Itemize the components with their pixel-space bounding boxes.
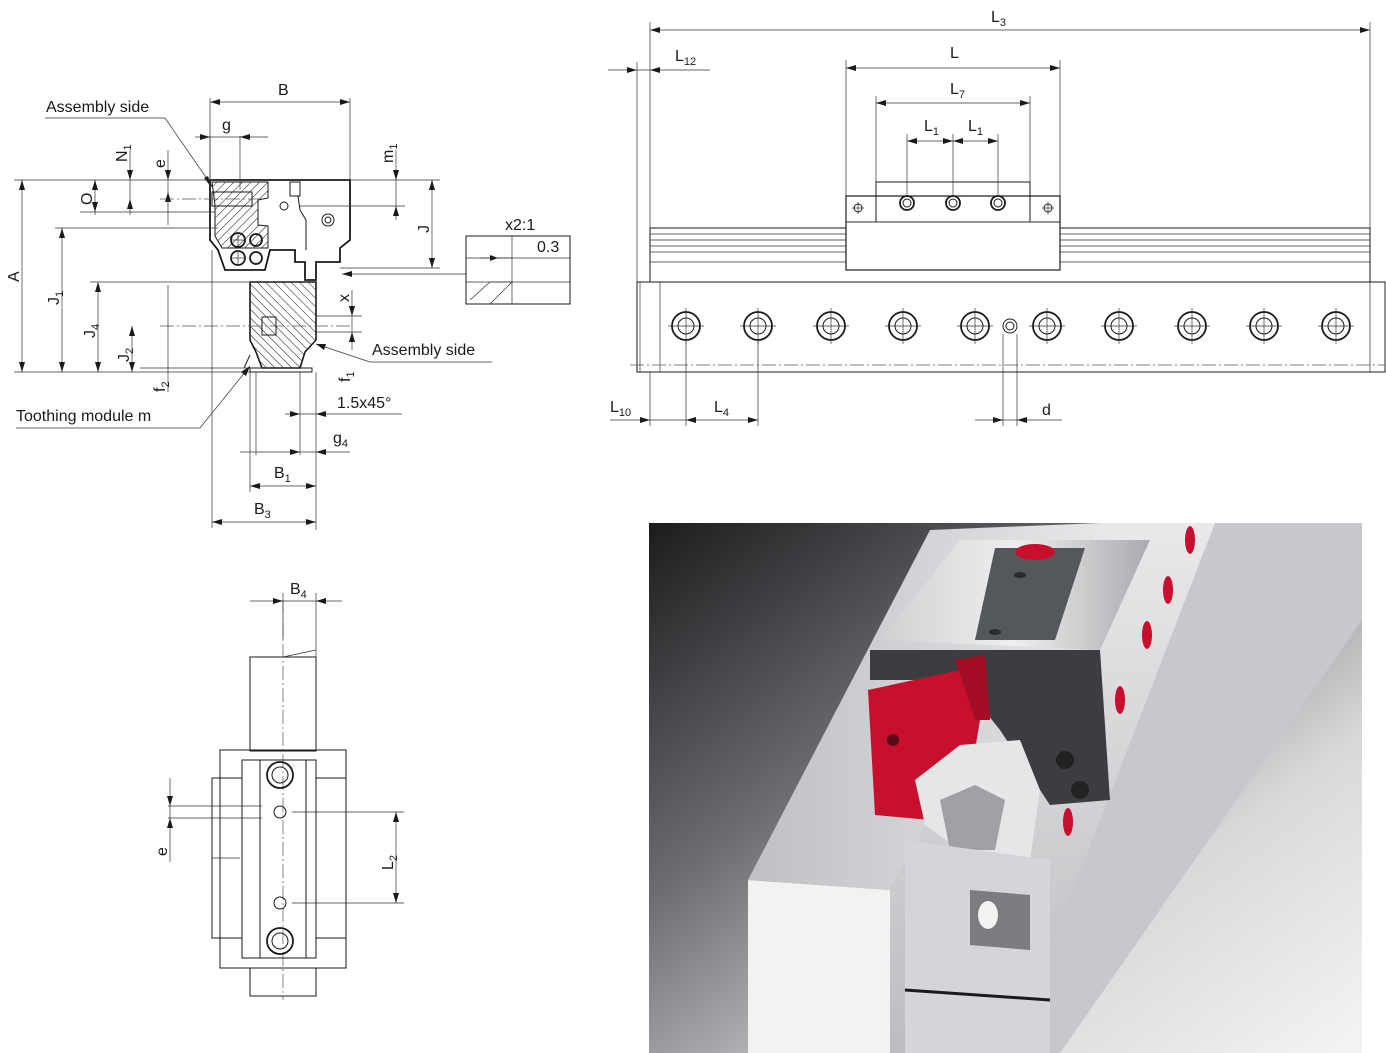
dim-O-label: O: [79, 193, 96, 205]
dim-B3-label: B3: [254, 501, 271, 521]
dim-L2-label: L2: [380, 855, 400, 870]
dim-L-label: L: [950, 45, 959, 62]
detail-scale-label: x2:1: [505, 217, 535, 234]
dim-L3-label: L3: [991, 9, 1006, 29]
top-view: B4 e L2: [154, 581, 404, 1000]
detail-value-label: 0.3: [537, 239, 559, 256]
dim-e-label: e: [152, 159, 169, 168]
dim-J-label: J: [416, 225, 433, 233]
dim-d-label: d: [1042, 402, 1051, 419]
dim-J4-label: J4: [82, 324, 102, 338]
dim-L1b-label: L1: [968, 118, 983, 138]
dim-N1-label: N1: [114, 144, 134, 162]
dim-f1-label: f1: [337, 371, 357, 382]
product-photo: [649, 523, 1362, 1053]
dim-g-label: g: [222, 117, 231, 134]
dim-L7-label: L7: [950, 81, 965, 101]
dim-J2-label: J2: [116, 348, 136, 362]
dim-B-label: B: [278, 82, 289, 99]
dim-A-label: A: [6, 271, 23, 282]
side-view: L3 L12 L L7 L1 L1 L10: [608, 9, 1386, 426]
rail-holes: [668, 308, 1354, 344]
chamfer-label: 1.5x45°: [337, 395, 391, 412]
dim-L10-label: L10: [610, 399, 631, 419]
dim-J1-label: J1: [46, 291, 66, 305]
toothing-module-label: Toothing module m: [16, 408, 151, 425]
cross-section-view: B g Assembly side N1 e O A: [6, 82, 571, 530]
dim-L1a-label: L1: [924, 118, 939, 138]
dim-B1-label: B1: [274, 465, 291, 485]
dim-f2-label: f2: [152, 381, 172, 392]
assembly-side-top-label: Assembly side: [46, 99, 149, 116]
dim-L12-label: L12: [675, 48, 696, 68]
dim-e2-label: e: [154, 847, 171, 856]
dim-x-label: x: [336, 294, 353, 302]
dim-g4-label: g4: [333, 430, 348, 450]
dim-B4-label: B4: [290, 581, 307, 601]
dim-L4-label: L4: [714, 399, 729, 419]
dim-m1-label: m1: [380, 144, 400, 163]
assembly-side-right-label: Assembly side: [372, 342, 475, 359]
